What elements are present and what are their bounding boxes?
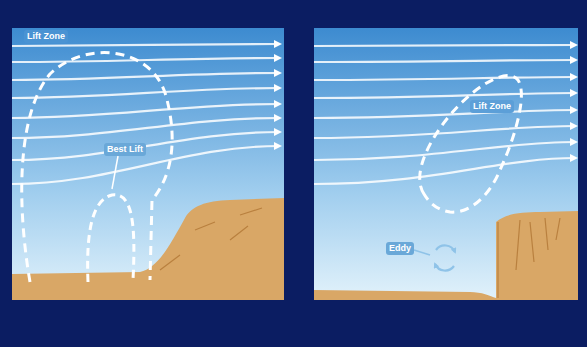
wind-line	[12, 58, 280, 62]
wind-line	[314, 158, 576, 184]
ground-cracks	[160, 208, 262, 270]
wind-lines	[314, 45, 576, 184]
leader-line	[414, 250, 430, 255]
wind-line	[12, 118, 280, 138]
lift-zone-outline	[420, 76, 522, 213]
wind-line	[314, 45, 576, 46]
eddy-symbol	[435, 264, 454, 271]
zone-label: Best Lift	[104, 143, 146, 156]
cliff-face-lines	[498, 218, 560, 298]
wind-line	[314, 126, 576, 138]
wind-line	[314, 110, 576, 118]
sky-panel	[12, 28, 284, 300]
leader-line	[112, 156, 118, 189]
wind-line	[12, 88, 280, 98]
wind-line	[314, 142, 576, 160]
wind-line	[314, 60, 576, 62]
wind-line	[12, 146, 280, 184]
eddy-symbol	[436, 245, 455, 252]
eddy-label: Eddy	[386, 242, 414, 255]
cliff-ground	[314, 211, 578, 300]
best-lift-outline	[88, 195, 134, 282]
wind-line	[12, 73, 280, 80]
zone-label: Lift Zone	[24, 30, 68, 43]
sky-panel	[314, 28, 578, 300]
wind-line	[12, 132, 280, 160]
zone-label: Lift Zone	[470, 100, 514, 113]
lift-zone-outline	[22, 53, 172, 282]
wind-line	[314, 77, 576, 80]
wind-line	[12, 44, 280, 46]
gentle-slope-ground	[12, 198, 284, 300]
wind-line	[314, 93, 576, 98]
wind-line	[12, 104, 280, 118]
